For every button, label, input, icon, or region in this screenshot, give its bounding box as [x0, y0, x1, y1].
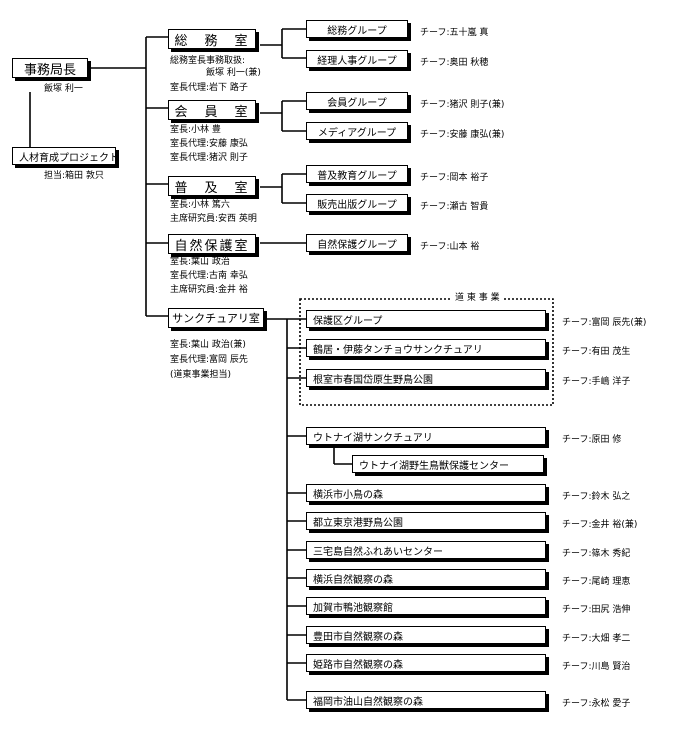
office-box: サンクチュアリ室 [168, 308, 264, 328]
facility-sub-box: ウトナイ湖野生鳥獣保護センター [352, 455, 544, 473]
facility-name: 姫路市自然観察の森 [313, 659, 403, 671]
facility-name: 鶴居・伊藤タンチョウサンクチュアリ [313, 344, 483, 356]
facility-chief: チーフ:鈴木 弘之 [562, 492, 631, 502]
facility-box: 福岡市油山自然観察の森 [306, 691, 546, 709]
office-note: 室長代理:猪沢 則子 [170, 153, 248, 163]
office-note: 室長代理:安藤 康弘 [170, 139, 248, 149]
facility-name: 根室市春国岱原生野鳥公園 [313, 374, 433, 386]
group-box: 総務グループ [306, 20, 408, 38]
group-name: 会員グループ [327, 97, 387, 109]
facility-box: 根室市春国岱原生野鳥公園 [306, 369, 546, 387]
facility-chief: チーフ:田尻 浩伸 [562, 605, 631, 615]
facility-chief: チーフ:篠木 秀紀 [562, 549, 631, 559]
project-title: 人材育成プロジェクト [19, 152, 119, 164]
office-box: 会 員 室 [168, 100, 256, 120]
facility-box: 横浜自然観察の森 [306, 569, 546, 587]
facility-name: 横浜自然観察の森 [313, 574, 393, 586]
group-chief: チーフ:岡本 裕子 [420, 173, 489, 183]
group-box: 販売出版グループ [306, 194, 408, 212]
office-note: 総務室長事務取扱: [170, 56, 246, 66]
director-title: 事務局長 [23, 62, 76, 78]
office-box: 総 務 室 [168, 29, 256, 49]
group-box: 普及教育グループ [306, 165, 408, 183]
facility-name: 三宅島自然ふれあいセンター [313, 546, 443, 558]
office-note: 室長:小林 篤六 [170, 200, 230, 210]
project-box: 人材育成プロジェクト [12, 147, 119, 165]
office-note: 室長:葉山 政治 [170, 257, 230, 267]
group-chief: チーフ:安藤 康弘(兼) [420, 130, 505, 140]
facility-chief: チーフ:尾崎 理恵 [562, 577, 631, 587]
office-title: 自然保護室 [174, 238, 250, 254]
facility-chief: チーフ:有田 茂生 [562, 347, 631, 357]
group-box: 経理人事グループ [306, 50, 408, 68]
facility-box: 鶴居・伊藤タンチョウサンクチュアリ [306, 339, 546, 357]
office-note: (道東事業担当) [170, 370, 232, 380]
facility-name: 保護区グループ [313, 315, 383, 327]
facility-box: ウトナイ湖サンクチュアリ [306, 427, 546, 445]
facility-name: 福岡市油山自然観察の森 [313, 696, 423, 708]
office-title: 総 務 室 [174, 33, 250, 49]
group-chief: チーフ:五十嵐 真 [420, 28, 489, 38]
office-note: 室長代理:岩下 路子 [170, 83, 248, 93]
office-note: 室長代理:古南 幸弘 [170, 271, 248, 281]
facility-box: 横浜市小鳥の森 [306, 484, 546, 502]
office-title: サンクチュアリ室 [172, 312, 260, 325]
doto-label: 道 東 事 業 [452, 293, 503, 305]
facility-sub-name: ウトナイ湖野生鳥獣保護センター [359, 460, 509, 472]
group-box: 自然保護グループ [306, 234, 408, 252]
facility-box: 加賀市鴨池観察館 [306, 597, 546, 615]
office-note: 主席研究員:金井 裕 [170, 285, 248, 295]
facility-chief: チーフ:原田 修 [562, 435, 622, 445]
facility-name: 都立東京港野鳥公園 [313, 517, 403, 529]
office-note: 飯塚 利一(兼) [170, 68, 261, 78]
facility-chief: チーフ:富岡 辰先(兼) [562, 318, 647, 328]
project-lead: 担当:箱田 敦只 [44, 171, 104, 181]
doto-region-border [299, 298, 554, 406]
director-name: 飯塚 利一 [44, 84, 83, 94]
facility-chief: チーフ:金井 裕(兼) [562, 520, 638, 530]
group-chief: チーフ:山本 裕 [420, 242, 480, 252]
facility-chief: チーフ:永松 愛子 [562, 699, 631, 709]
office-note: 室長:小林 豊 [170, 125, 221, 135]
group-chief: チーフ:瀬古 智貴 [420, 202, 489, 212]
office-title: 普 及 室 [174, 180, 250, 196]
group-name: 経理人事グループ [317, 55, 397, 67]
facility-box: 保護区グループ [306, 310, 546, 328]
office-note: 室長代理:富岡 辰先 [170, 355, 248, 365]
group-chief: チーフ:奥田 秋穂 [420, 58, 489, 68]
facility-box: 都立東京港野鳥公園 [306, 512, 546, 530]
office-box: 自然保護室 [168, 234, 256, 254]
facility-box: 豊田市自然観察の森 [306, 626, 546, 644]
office-box: 普 及 室 [168, 176, 256, 196]
office-note: 室長:葉山 政治(兼) [170, 340, 246, 350]
facility-chief: チーフ:手嶋 洋子 [562, 377, 631, 387]
group-name: 普及教育グループ [317, 170, 397, 182]
office-note: 主席研究員:安西 英明 [170, 214, 257, 224]
group-name: 販売出版グループ [317, 199, 397, 211]
facility-box: 姫路市自然観察の森 [306, 654, 546, 672]
group-name: 総務グループ [327, 25, 387, 37]
facility-name: 加賀市鴨池観察館 [313, 602, 393, 614]
group-chief: チーフ:猪沢 則子(兼) [420, 100, 505, 110]
director-box: 事務局長 [12, 58, 88, 78]
group-box: 会員グループ [306, 92, 408, 110]
group-box: メディアグループ [306, 122, 408, 140]
group-name: 自然保護グループ [317, 239, 397, 251]
facility-name: ウトナイ湖サンクチュアリ [313, 432, 433, 444]
facility-chief: チーフ:大畑 孝二 [562, 634, 631, 644]
facility-name: 横浜市小鳥の森 [313, 489, 383, 501]
office-title: 会 員 室 [174, 104, 250, 120]
facility-chief: チーフ:川島 賢治 [562, 662, 631, 672]
facility-name: 豊田市自然観察の森 [313, 631, 403, 643]
facility-box: 三宅島自然ふれあいセンター [306, 541, 546, 559]
group-name: メディアグループ [317, 127, 397, 139]
